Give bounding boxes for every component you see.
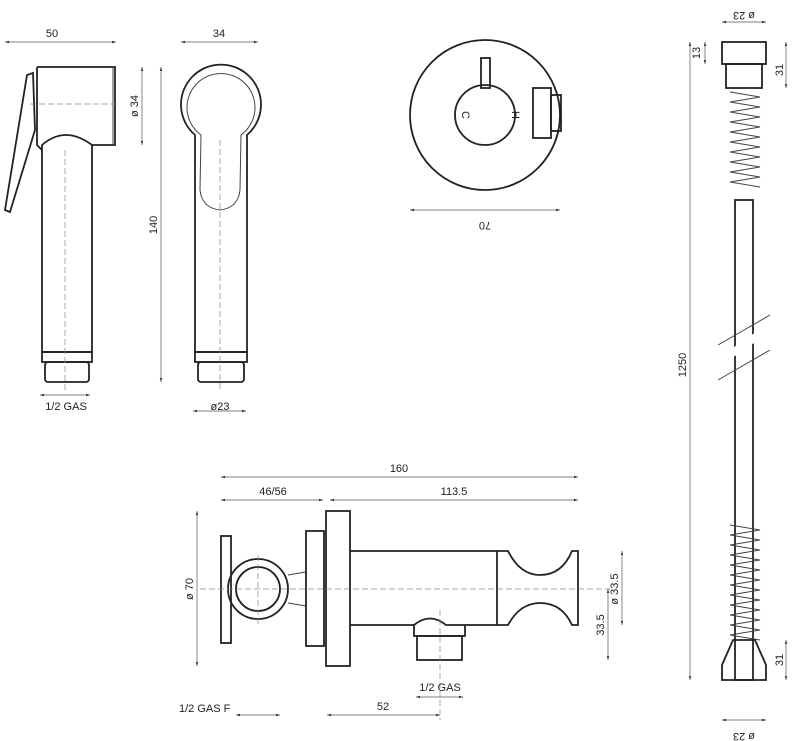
hot-mark: H (509, 111, 521, 119)
cold-mark: C (459, 111, 471, 119)
valve-front-view: C H 70 (409, 39, 562, 231)
holder-diameter-label: ø 33.5 (609, 573, 621, 604)
inlet-thread-label: 1/2 GAS F (179, 703, 231, 715)
handset-length-label: 140 (148, 216, 160, 234)
handset-front-view: 34 ø23 (180, 28, 262, 413)
outlet-distance-label: 52 (377, 701, 389, 713)
valve-side-view: 160 46/56 113.5 ø 70 ø 33.5 33.5 1/2 GAS… (179, 463, 624, 720)
hose-view: ø 23 13 31 1250 31 ø 23 (677, 9, 788, 741)
handset-thread-diameter-label: ø23 (211, 401, 230, 413)
hose-length-label: 1250 (677, 353, 689, 377)
hose-bottom-fitting-label: 31 (774, 654, 786, 666)
handset-head-diameter-label: ø 34 (129, 95, 141, 117)
handset-front-width-label: 34 (213, 28, 225, 40)
handset-thread-label: 1/2 GAS (45, 401, 87, 413)
hose-top-nut-label: 13 (691, 47, 703, 59)
wall-depth-label: 46/56 (259, 486, 287, 498)
hose-bottom-diameter-label: ø 23 (733, 730, 755, 741)
outlet-thread-label: 1/2 GAS (419, 682, 461, 694)
flange-diameter-label: ø 70 (184, 578, 196, 600)
handset-width-label: 50 (46, 28, 58, 40)
handset-side-view: 50 ø 34 140 1/2 GAS (3, 28, 163, 413)
hose-top-diameter-label: ø 23 (733, 9, 755, 21)
projection-label: 113.5 (441, 486, 468, 498)
total-length-label: 160 (390, 463, 408, 475)
hose-top-fitting-label: 31 (774, 64, 786, 76)
outlet-offset-label: 33.5 (595, 614, 607, 635)
valve-diameter-label: 70 (479, 219, 491, 231)
